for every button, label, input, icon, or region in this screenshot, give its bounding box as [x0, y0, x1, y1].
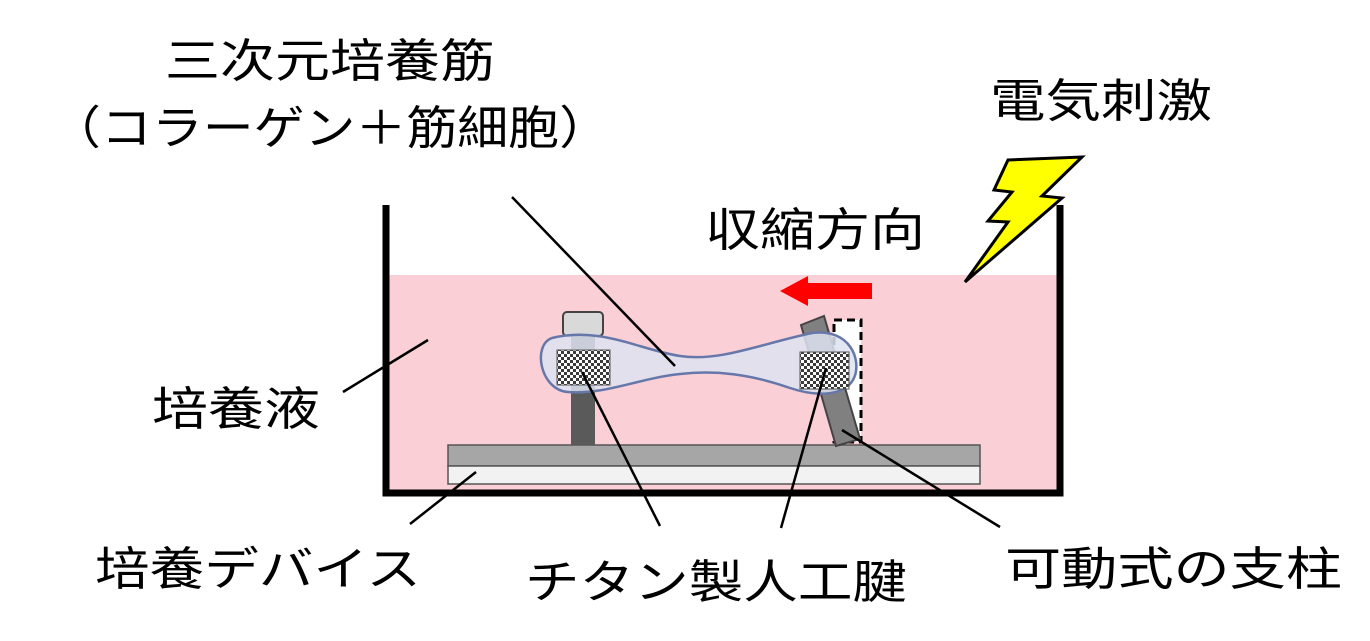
label-post: 可動式の支柱 — [1005, 542, 1342, 596]
label-device: 培養デバイス — [95, 542, 421, 596]
leader-post — [841, 428, 1001, 529]
leader-lines — [342, 196, 1001, 529]
muscle-tissue — [539, 331, 858, 395]
label-medium: 培養液 — [152, 382, 320, 436]
leader-medium — [342, 338, 429, 394]
label-stimulation: 電気刺激 — [990, 74, 1212, 128]
lightning-bolt-icon — [963, 155, 1086, 284]
device-plate-top — [447, 444, 981, 467]
culture-container — [382, 205, 1064, 497]
tendon-left — [556, 349, 611, 386]
fixed-post-cap — [562, 311, 604, 337]
label-tendon: チタン製人工腱 — [525, 555, 907, 609]
leader-device — [409, 471, 477, 525]
label-tissue-sub: （コラーゲン＋筋細胞） — [50, 101, 610, 155]
leader-tissue — [511, 196, 676, 367]
label-tissue-title: 三次元培養筋 — [165, 34, 495, 88]
left-arrow-icon — [780, 276, 872, 306]
leader-tendon-right — [779, 367, 828, 529]
label-contraction: 収縮方向 — [705, 203, 925, 257]
leader-tendon-left — [580, 371, 662, 527]
device-plate-bottom — [447, 465, 981, 485]
